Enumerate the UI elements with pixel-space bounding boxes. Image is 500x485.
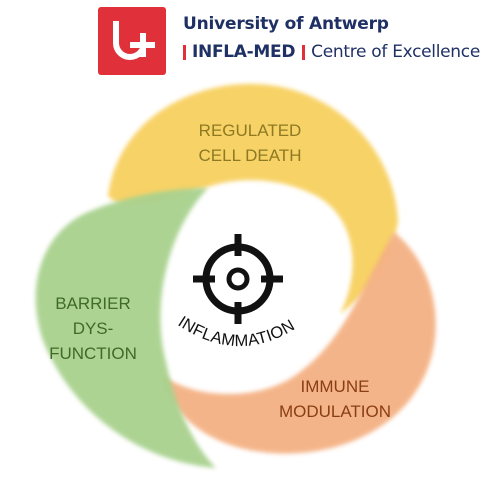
- label-immune-modulation: IMMUNE MODULATION: [255, 374, 415, 424]
- label-line: REGULATED: [198, 121, 302, 140]
- label-line: CELL DEATH: [198, 146, 302, 165]
- segment-regulated-cell-death: [108, 83, 398, 315]
- institute-name: INFLA-MED: [192, 42, 296, 62]
- university-name: University of Antwerp: [183, 14, 389, 34]
- target-crosshair-icon: [193, 234, 283, 324]
- uantwerp-logo-icon[interactable]: [98, 7, 166, 75]
- label-line: FUNCTION: [49, 344, 137, 363]
- header: University of Antwerp INFLA-MED Centre o…: [0, 0, 500, 82]
- label-line: MODULATION: [278, 402, 392, 421]
- centre-name: Centre of Excellence: [311, 42, 480, 62]
- label-line: BARRIER: [55, 294, 131, 313]
- divider-bar: [183, 44, 186, 60]
- institute-line: INFLA-MED Centre of Excellence: [181, 42, 480, 62]
- segment-immune-modulation: [160, 232, 436, 454]
- label-barrier-dysfunction: BARRIER DYS- FUNCTION: [38, 291, 148, 366]
- segment-barrier-dysfunction: [35, 188, 216, 468]
- label-line: IMMUNE: [300, 377, 370, 396]
- label-line: DYS-: [72, 319, 114, 338]
- label-regulated-cell-death: REGULATED CELL DEATH: [170, 118, 330, 168]
- divider-bar: [302, 44, 306, 60]
